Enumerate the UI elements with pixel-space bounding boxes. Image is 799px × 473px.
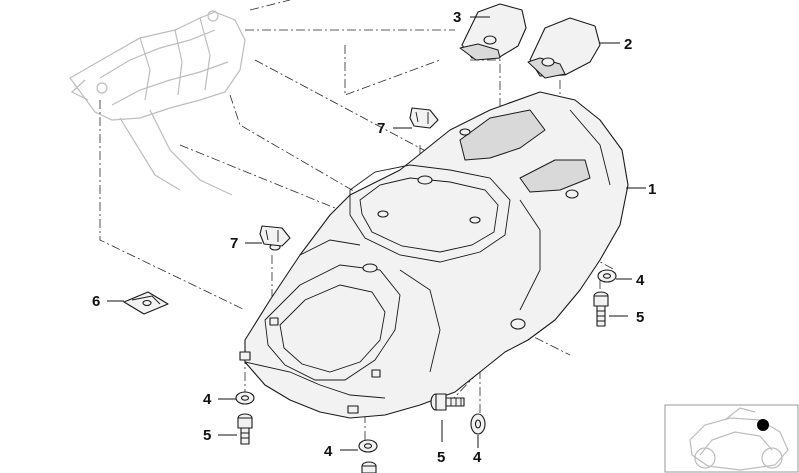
leader-lines <box>107 16 646 451</box>
washer-lower-right <box>470 413 486 435</box>
callout-7-lower: 7 <box>230 235 238 252</box>
callout-7-upper: 7 <box>377 120 385 137</box>
callout-4-right: 4 <box>636 272 645 289</box>
bolt-center <box>361 461 377 473</box>
callout-3: 3 <box>453 9 461 26</box>
washer-center <box>358 439 378 453</box>
cover-cap-right <box>527 17 601 79</box>
rear-seat-cover <box>239 91 629 419</box>
bolt-left <box>237 413 253 445</box>
callout-4-left: 4 <box>203 391 212 408</box>
callout-2: 2 <box>624 36 632 53</box>
callout-6: 6 <box>92 293 100 310</box>
mounting-clip-upper <box>409 107 439 129</box>
washer-left <box>235 391 255 405</box>
locator-dot <box>757 419 769 431</box>
callout-5-left: 5 <box>203 427 211 444</box>
bolt-lower-right <box>430 393 465 411</box>
washer-right <box>597 269 617 283</box>
callout-5-right: 5 <box>636 309 644 326</box>
bolt-right <box>593 291 609 327</box>
mounting-clip-lower <box>259 225 291 247</box>
callout-4-center: 4 <box>324 443 333 460</box>
callout-labels: 1 2 3 7 7 4 5 6 4 5 4 5 4 <box>92 9 656 466</box>
callout-4-lower-right: 4 <box>473 449 482 466</box>
callout-5-lower: 5 <box>437 449 445 466</box>
callout-1: 1 <box>648 181 656 198</box>
locator-thumbnail <box>664 404 799 473</box>
clip-nut <box>123 291 169 315</box>
subframe-outline <box>69 10 246 196</box>
cover-cap-left <box>459 3 527 61</box>
